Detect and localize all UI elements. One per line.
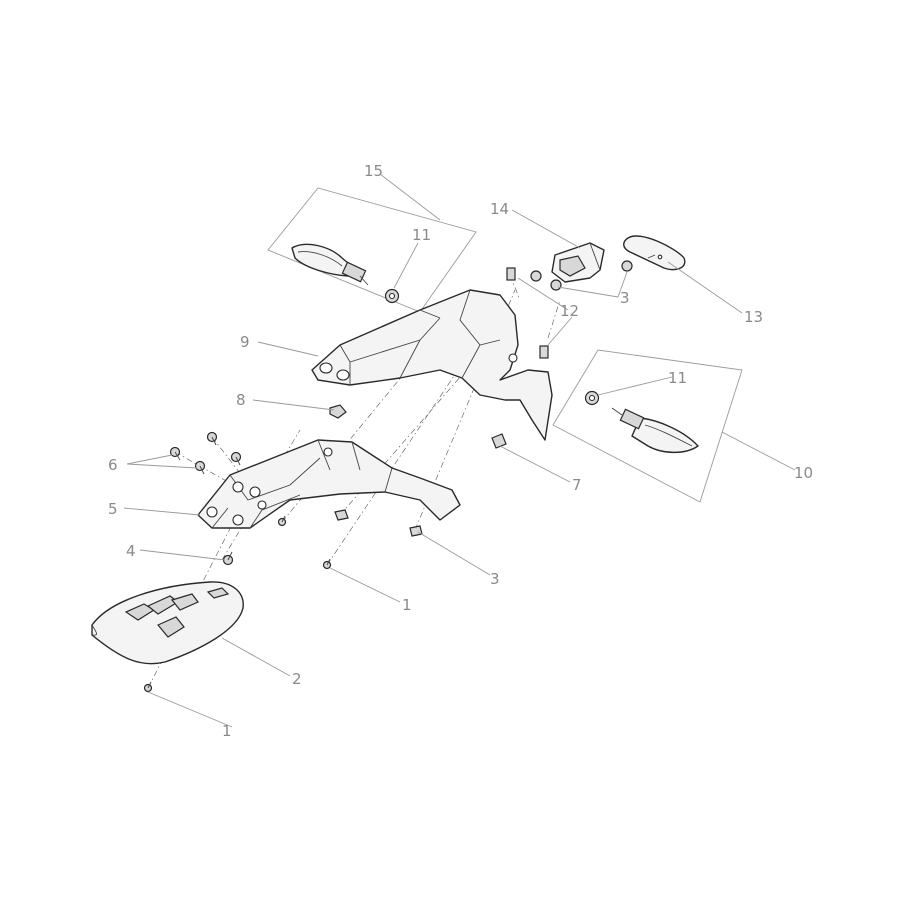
nuts-part-3-lower (334, 509, 423, 537)
callout-6: 6 (108, 456, 118, 474)
mudguard-hole-left (319, 362, 333, 374)
nut-part-11-right (584, 390, 600, 406)
callout-13: 13 (744, 308, 763, 326)
bolts-part-12 (506, 267, 549, 359)
callout-1-upper: 1 (402, 596, 412, 614)
turn-signal-left-part-15 (291, 243, 369, 286)
callout-12: 12 (560, 302, 579, 320)
nut-part-8 (329, 404, 347, 419)
license-bracket-part-5 (197, 439, 461, 529)
plate-light-part-14 (551, 242, 605, 283)
bracket-hole-6 (323, 447, 333, 457)
callout-15: 15 (364, 162, 383, 180)
turn-signal-left-group-box (267, 187, 477, 313)
turn-signal-right-group-box (552, 349, 743, 503)
nut-part-11-left (384, 288, 400, 304)
callout-10: 10 (794, 464, 813, 482)
reflector-part-13 (623, 235, 686, 271)
tail-mudguard-part-9 (311, 289, 553, 441)
bracket-hole-4 (249, 486, 261, 498)
bracket-hole-3 (232, 481, 244, 493)
callout-9: 9 (240, 333, 250, 351)
turn-signal-right-part-10 (611, 407, 699, 454)
reflector-dot (657, 254, 663, 260)
rear-cover-part-2 (91, 581, 244, 665)
callout-3-lower: 3 (490, 570, 500, 588)
callout-3-upper: 3 (620, 289, 630, 307)
screws-part-6 (169, 431, 242, 475)
mudguard-mount-hole (508, 353, 518, 363)
callout-4: 4 (126, 542, 136, 560)
screw-part-4 (222, 551, 234, 566)
screw-part-1-upper (277, 515, 287, 527)
callout-8: 8 (236, 391, 246, 409)
callout-labels: 1 2 1 3 4 5 6 7 8 9 10 11 12 3 13 14 15 … (108, 162, 813, 740)
callout-11-right: 11 (668, 369, 687, 387)
mudguard-hole-right (336, 369, 350, 381)
hardware (143, 260, 633, 693)
clip-part-7 (491, 433, 507, 449)
callout-2: 2 (292, 670, 302, 688)
bracket-hole-5 (257, 500, 267, 510)
screw-part-1-lower (143, 681, 153, 693)
bracket-hole-2 (232, 514, 244, 526)
screw-part-1-middle (322, 558, 332, 570)
callout-1-lower: 1 (222, 722, 232, 740)
callout-7: 7 (572, 476, 582, 494)
callout-14: 14 (490, 200, 509, 218)
bracket-hole-1 (206, 506, 218, 518)
callout-5: 5 (108, 500, 118, 518)
leader-lines (123, 173, 796, 728)
callout-11-left: 11 (412, 226, 431, 244)
